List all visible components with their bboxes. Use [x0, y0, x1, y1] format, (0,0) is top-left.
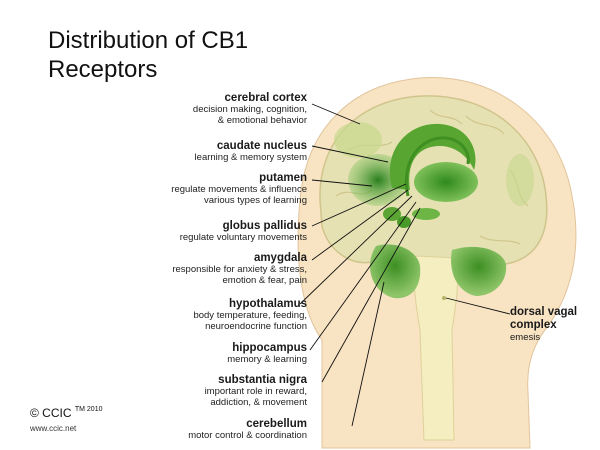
label-desc: & emotional behavior — [217, 114, 307, 126]
label-desc: decision making, cognition, — [192, 104, 307, 115]
leader-putamen — [311, 179, 373, 187]
leader-caudate-nucleus — [311, 145, 389, 163]
label-desc: various types of learning — [204, 194, 307, 206]
label-name: cerebellum — [246, 418, 307, 430]
label-name: dorsal vagal — [510, 306, 578, 318]
label-desc: addiction, & movement — [210, 396, 307, 408]
label-name: hippocampus — [232, 342, 307, 354]
label-cerebral-cortex: cerebral cortex decision making, cogniti… — [193, 92, 307, 126]
title-line-1: Distribution of CB1 — [48, 27, 249, 54]
label-name: hypothalamus — [229, 298, 307, 310]
leader-substantia-nigra — [321, 207, 421, 383]
title-line-2: Receptors — [48, 56, 158, 83]
label-desc: body temperature, feeding, — [193, 310, 307, 321]
cerebellum-shape — [370, 244, 421, 299]
label-name: caudate nucleus — [216, 140, 307, 152]
label-hippocampus: hippocampus memory & learning — [227, 342, 307, 366]
label-desc: important role in reward, — [204, 386, 307, 397]
leader-dorsal-vagal — [445, 297, 511, 315]
label-cerebellum: cerebellum motor control & coordination — [188, 418, 307, 442]
leader-globus-pallidus — [311, 183, 407, 227]
copyright: © CCIC TM 2010 — [30, 406, 102, 420]
label-name: substantia nigra — [218, 374, 307, 386]
leader-hippocampus — [309, 201, 417, 351]
label-desc: neuroendocrine function — [205, 320, 307, 332]
leader-amygdala — [311, 189, 409, 261]
label-dorsal-vagal-complex: dorsal vagal complex emesis — [510, 306, 577, 343]
label-desc: emotion & fear, pain — [222, 274, 308, 286]
label-hypothalamus: hypothalamus body temperature, feeding, … — [193, 298, 307, 332]
label-desc: regulate voluntary movements — [179, 232, 307, 243]
label-desc: emesis — [510, 332, 541, 343]
label-name: amygdala — [253, 252, 307, 264]
website-url: www.ccic.net — [30, 424, 77, 433]
label-desc: learning & memory system — [194, 152, 307, 163]
leader-cerebellum — [351, 281, 385, 427]
label-substantia-nigra: substantia nigra important role in rewar… — [205, 374, 307, 408]
trademark-text: TM 2010 — [74, 406, 103, 413]
copyright-text: © CCIC — [30, 406, 72, 420]
leader-cerebral-cortex — [311, 103, 361, 125]
label-globus-pallidus: globus pallidus regulate voluntary movem… — [180, 220, 307, 244]
label-desc: memory & learning — [227, 354, 307, 365]
label-name: putamen — [259, 172, 307, 184]
label-desc: motor control & coordination — [188, 430, 307, 441]
label-name: complex — [510, 319, 557, 331]
leader-hypothalamus — [299, 195, 413, 305]
label-name: cerebral cortex — [224, 92, 307, 104]
label-desc: responsible for anxiety & stress, — [172, 264, 307, 275]
label-amygdala: amygdala responsible for anxiety & stres… — [172, 252, 307, 286]
label-name: globus pallidus — [222, 220, 307, 232]
label-caudate-nucleus: caudate nucleus learning & memory system — [195, 140, 307, 164]
label-putamen: putamen regulate movements & influence v… — [171, 172, 307, 206]
label-desc: regulate movements & influence — [171, 184, 307, 195]
diagram-title: Distribution of CB1 Receptors — [48, 26, 248, 84]
